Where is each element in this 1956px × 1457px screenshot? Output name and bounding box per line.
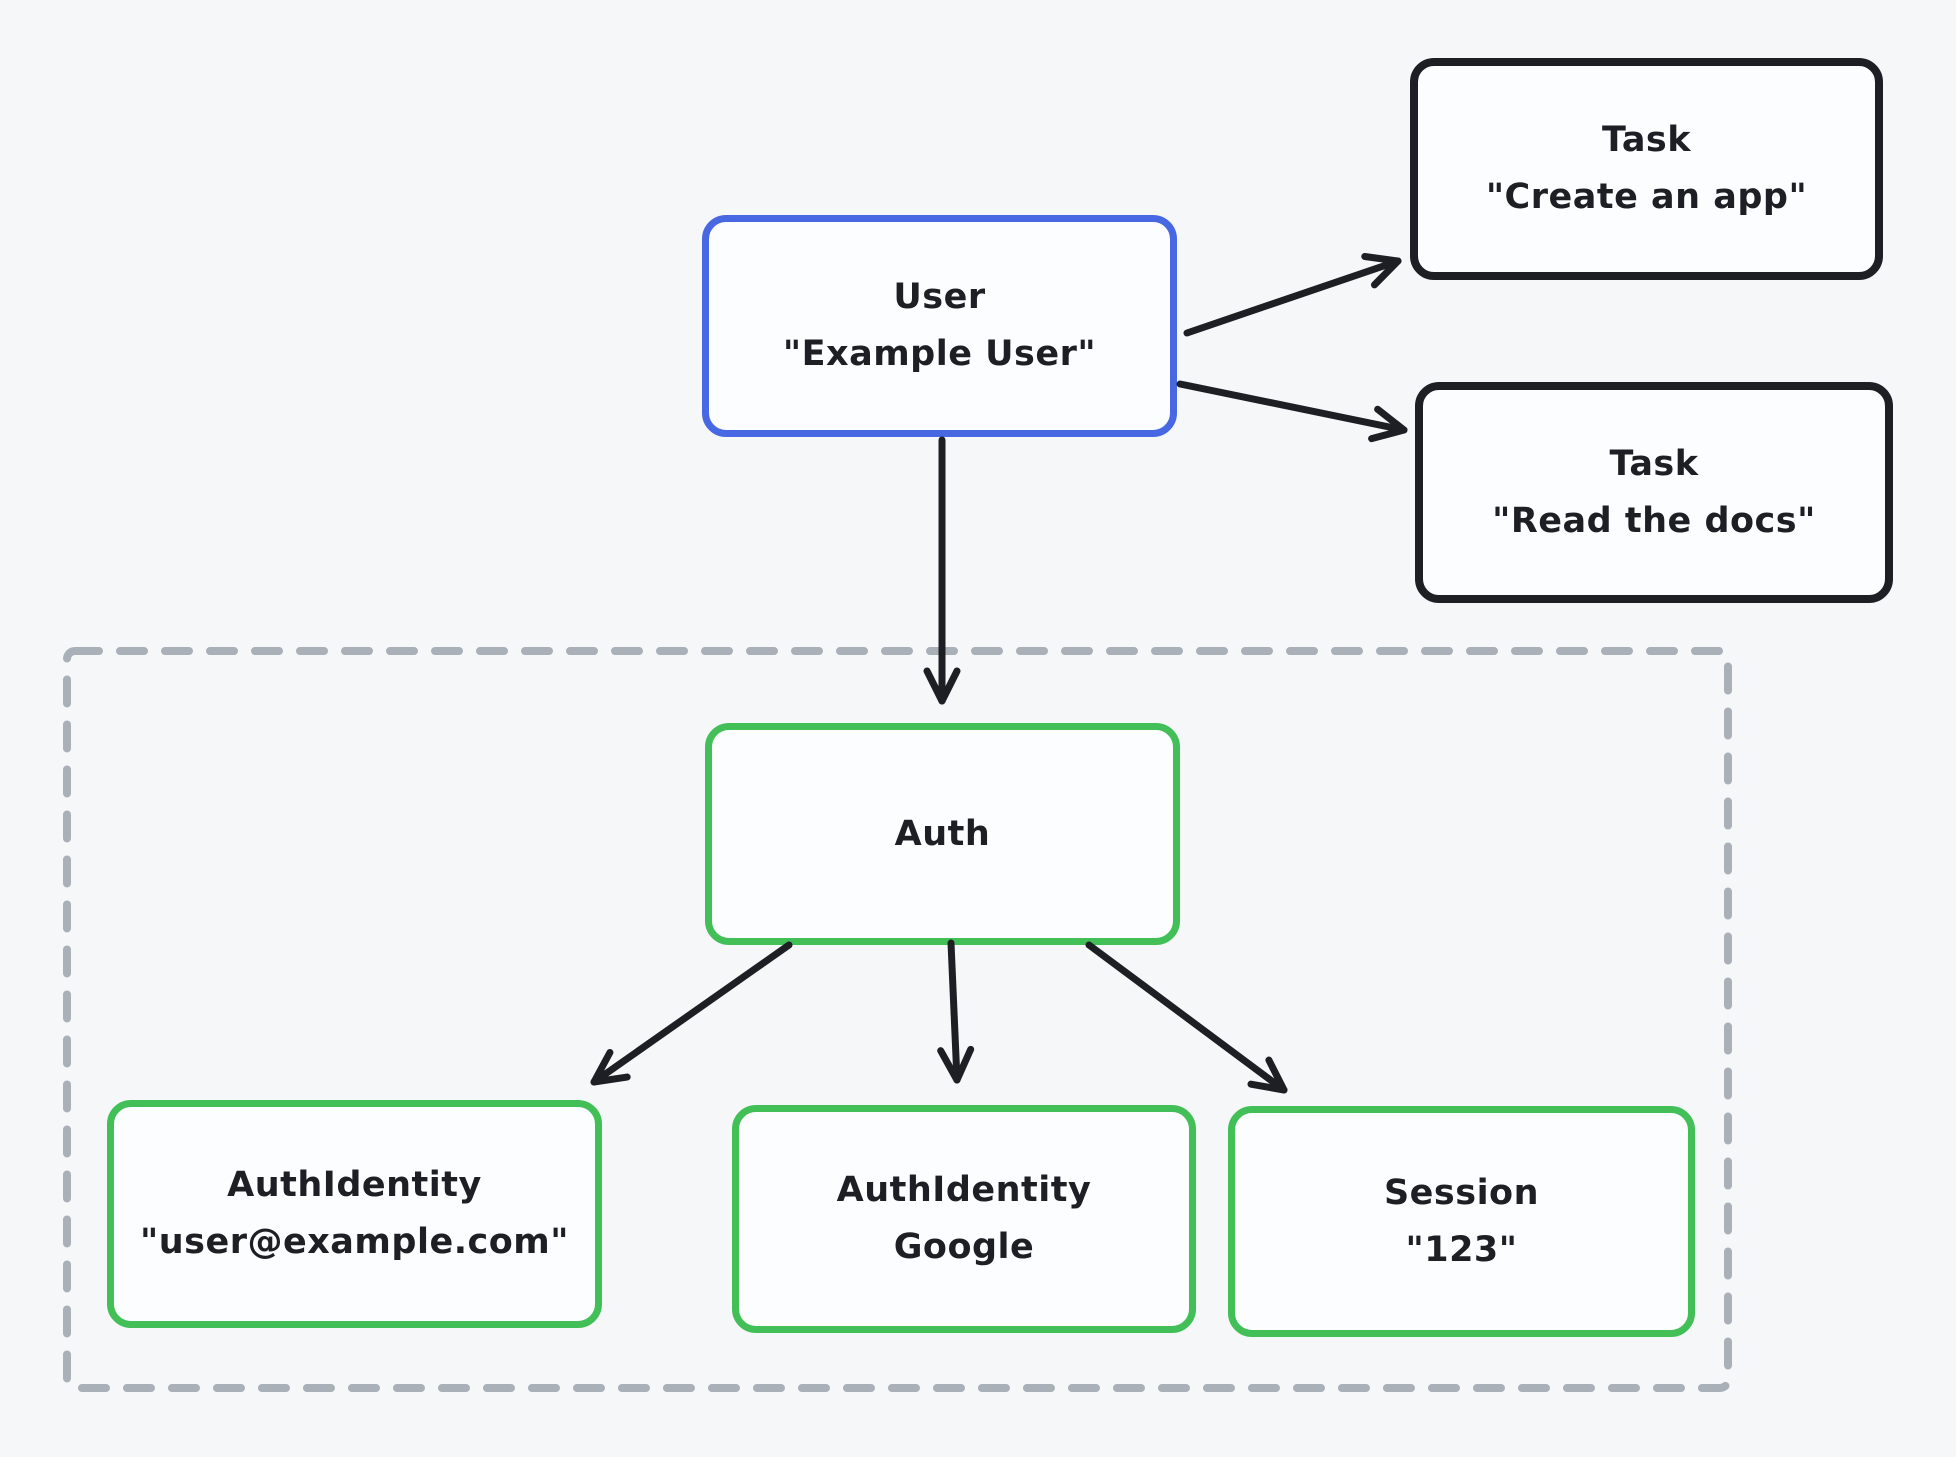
node-authidentity-email-title: AuthIdentity bbox=[227, 1165, 482, 1205]
node-task-read-subtitle: "Read the docs" bbox=[1492, 500, 1816, 541]
node-authidentity-google[interactable]: AuthIdentity Google bbox=[732, 1105, 1196, 1333]
node-task-read-the-docs[interactable]: Task "Read the docs" bbox=[1415, 382, 1893, 603]
arrow-user-to-task-create[interactable] bbox=[1183, 252, 1402, 337]
node-user-title: User bbox=[893, 277, 986, 317]
arrow-user-to-task-read[interactable] bbox=[1176, 380, 1408, 443]
arrow-auth-to-authidentity-email[interactable] bbox=[590, 941, 793, 1086]
node-authidentity-google-title: AuthIdentity bbox=[836, 1170, 1092, 1210]
node-task-create-title: Task bbox=[1601, 120, 1692, 160]
arrow-auth-to-session[interactable] bbox=[1085, 941, 1288, 1094]
node-auth-title: Auth bbox=[894, 813, 991, 854]
arrow-auth-to-authidentity-google[interactable] bbox=[937, 939, 975, 1084]
node-user-subtitle: "Example User" bbox=[782, 334, 1097, 374]
node-session[interactable]: Session "123" bbox=[1228, 1106, 1695, 1337]
node-session-subtitle: "123" bbox=[1405, 1229, 1518, 1270]
node-task-create-an-app[interactable]: Task "Create an app" bbox=[1410, 58, 1883, 280]
node-task-create-subtitle: "Create an app" bbox=[1485, 177, 1808, 217]
node-auth[interactable]: Auth bbox=[705, 723, 1180, 945]
node-authidentity-google-subtitle: Google bbox=[893, 1227, 1035, 1267]
node-session-title: Session bbox=[1383, 1172, 1540, 1213]
node-authidentity-email[interactable]: AuthIdentity "user@example.com" bbox=[107, 1100, 602, 1328]
node-authidentity-email-subtitle: "user@example.com" bbox=[140, 1222, 569, 1262]
node-task-read-title: Task bbox=[1609, 443, 1699, 484]
node-user[interactable]: User "Example User" bbox=[702, 215, 1177, 437]
